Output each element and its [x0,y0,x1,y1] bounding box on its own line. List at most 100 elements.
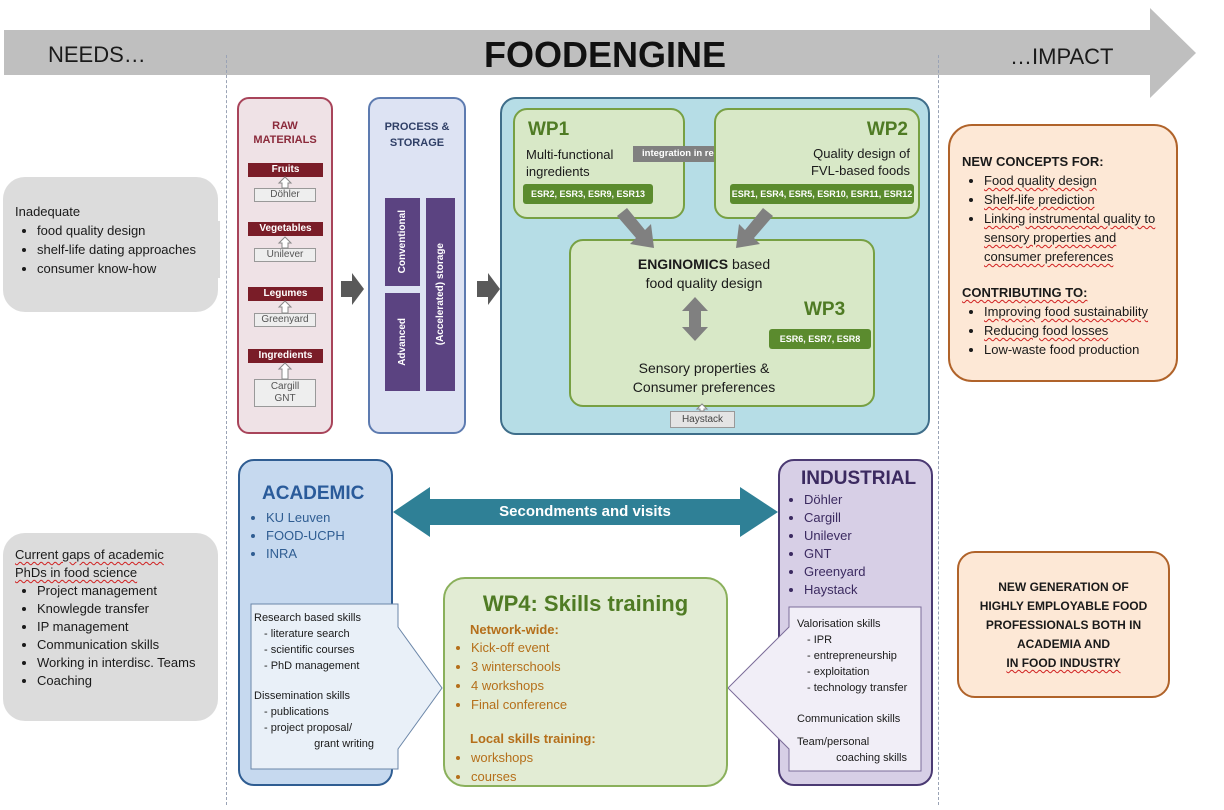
skill-line: - PhD management [264,660,360,672]
raw-label-vegetables: Vegetables [248,222,323,236]
academic-partner: KU Leuven [266,509,345,527]
supplier-dohler: Döhler [254,188,316,202]
needs-gaps-title-line1: Current gaps of academic [15,547,164,562]
impact-item-text: Shelf-life prediction [984,192,1095,207]
needs-gaps-title-line2: PhDs in food science [15,565,138,580]
impact2-line: NEW GENERATION OF [998,580,1129,594]
enginomics-line2: food quality design [645,275,763,291]
skill-line: Dissemination skills [254,690,350,702]
integration-label: integration in real products [642,148,765,159]
impact-item-text: Improving food sustainability [984,304,1149,319]
wp1-box: WP1 Multi-functional ingredients ESR2, E… [513,108,685,219]
wp3-title: WP3 [804,299,846,320]
wp2-title: WP2 [866,119,908,140]
wp4-network-heading: Network-wide: [470,622,559,637]
needs-item: shelf-life dating approaches [37,240,220,259]
divider-left [226,55,227,805]
academic-partner: FOOD-UCPH [266,527,345,545]
wp2-box: WP2 Quality design of FVL-based foods ES… [714,108,920,219]
supplier-gnt: GNT [274,393,296,404]
skill-spacer [797,696,921,711]
academic-title: ACADEMIC [262,483,365,504]
industrial-partner: Döhler [804,491,865,509]
haystack-tag: Haystack [670,411,735,428]
impact2-line: PROFESSIONALS BOTH IN [985,618,1142,632]
skill-line: - technology transfer [807,682,908,694]
impact-concepts-box: NEW CONCEPTS FOR: Food quality design Sh… [948,124,1178,382]
needs-item: Knowlegde transfer [37,600,206,618]
academic-partner: INRA [266,545,345,563]
industrial-partner: Cargill [804,509,865,527]
impact-item: Reducing food losses [984,321,1164,340]
wp3-box: ENGINOMICS based food quality design WP3… [569,239,875,407]
needs-item: Communication skills [37,636,206,654]
skill-line: - IPR [807,634,833,646]
enginomics-label: ENGINOMICS [637,256,729,272]
academic-list: KU Leuven FOOD-UCPH INRA [244,509,345,563]
impact-item: Food quality design [984,171,1164,190]
needs-item: IP management [37,618,206,636]
impact-item: Improving food sustainability [984,302,1164,321]
impact-heading-contributing: CONTRIBUTING TO: [962,285,1088,300]
impact2-line: IN FOOD INDUSTRY [1006,656,1121,670]
skill-line: Valorisation skills [797,618,881,630]
wp4-item: Final conference [471,695,567,714]
wp2-esr-badge: ESR1, ESR4, ESR5, ESR10, ESR11, ESR12 [730,184,914,204]
raw-materials-title-line2: MATERIALS [253,134,317,146]
advanced-bar: Advanced [385,293,420,391]
needs-item: food quality design [37,221,220,240]
industrial-partner: GNT [804,545,865,563]
skill-line: Research based skills [254,612,361,624]
wp4-item: Kick-off event [471,638,567,657]
wp4-title: WP4: Skills training [482,591,689,616]
enginomics-line1: ENGINOMICS based [571,255,837,274]
impact-header: …IMPACT [1010,44,1114,69]
wp1-text-line2: ingredients [526,164,590,179]
skill-line: grant writing [314,738,374,750]
needs-inadequate-list: food quality design shelf-life dating ap… [15,221,220,278]
wp4-box: WP4: Skills training Network-wide: Kick-… [443,577,728,787]
raw-label-fruits: Fruits [248,163,323,177]
skill-line: - project proposal/ [264,722,353,734]
impact-item-text: Food quality design [984,173,1097,188]
page-title: FOODENGINE [483,34,726,75]
skill-spacer [797,727,921,734]
impact-item: Low-waste food production [984,340,1164,359]
impact-heading-concepts: NEW CONCEPTS FOR: [962,154,1104,169]
raw-label-legumes: Legumes [248,287,323,301]
storage-bar: (Accelerated) storage [426,198,455,391]
wp4-item: 3 winterschools [471,657,567,676]
impact-professionals-box: NEW GENERATION OF HIGHLY EMPLOYABLE FOOD… [957,551,1170,698]
impact2-line: HIGHLY EMPLOYABLE FOOD [979,599,1148,613]
industrial-partner: Greenyard [804,563,865,581]
secondments-label: Secondments and visits [499,503,671,520]
divider-right [938,55,939,805]
impact-item: Linking instrumental quality to sensory … [984,209,1164,266]
wp4-local-list: workshops courses [449,748,533,786]
skill-line: - publications [264,706,329,718]
supplier-cargill: Cargill [270,381,300,392]
process-title-line2: STORAGE [389,137,445,149]
needs-inadequate-title: Inadequate [15,204,81,219]
wp4-item: courses [471,767,533,786]
wp4-network-list: Kick-off event 3 winterschools 4 worksho… [449,638,567,714]
skill-line: coaching skills [836,752,907,764]
skill-line: - literature search [264,628,350,640]
impact-item-text: Linking instrumental quality to sensory … [984,211,1156,264]
enginomics-based: based [728,256,771,272]
needs-item: consumer know-how [37,259,220,278]
wp1-title: WP1 [528,119,570,140]
impact-item-text: Reducing food losses [984,323,1109,338]
needs-item: Working in interdisc. Teams [37,654,206,672]
raw-materials-box: RAW MATERIALS [237,97,333,434]
process-title-line1: PROCESS & [384,121,450,133]
advanced-label: Advanced [397,318,408,366]
needs-item: Project management [37,582,206,600]
needs-gaps-box: Current gaps of academic PhDs in food sc… [3,533,218,721]
needs-header: NEEDS… [48,42,146,67]
industrial-title: INDUSTRIAL [801,468,917,489]
skill-line: Team/personal [797,736,870,748]
wp2-text-line2: FVL-based foods [810,163,910,178]
supplier-greenyard: Greenyard [254,313,316,327]
supplier-unilever: Unilever [254,248,316,262]
